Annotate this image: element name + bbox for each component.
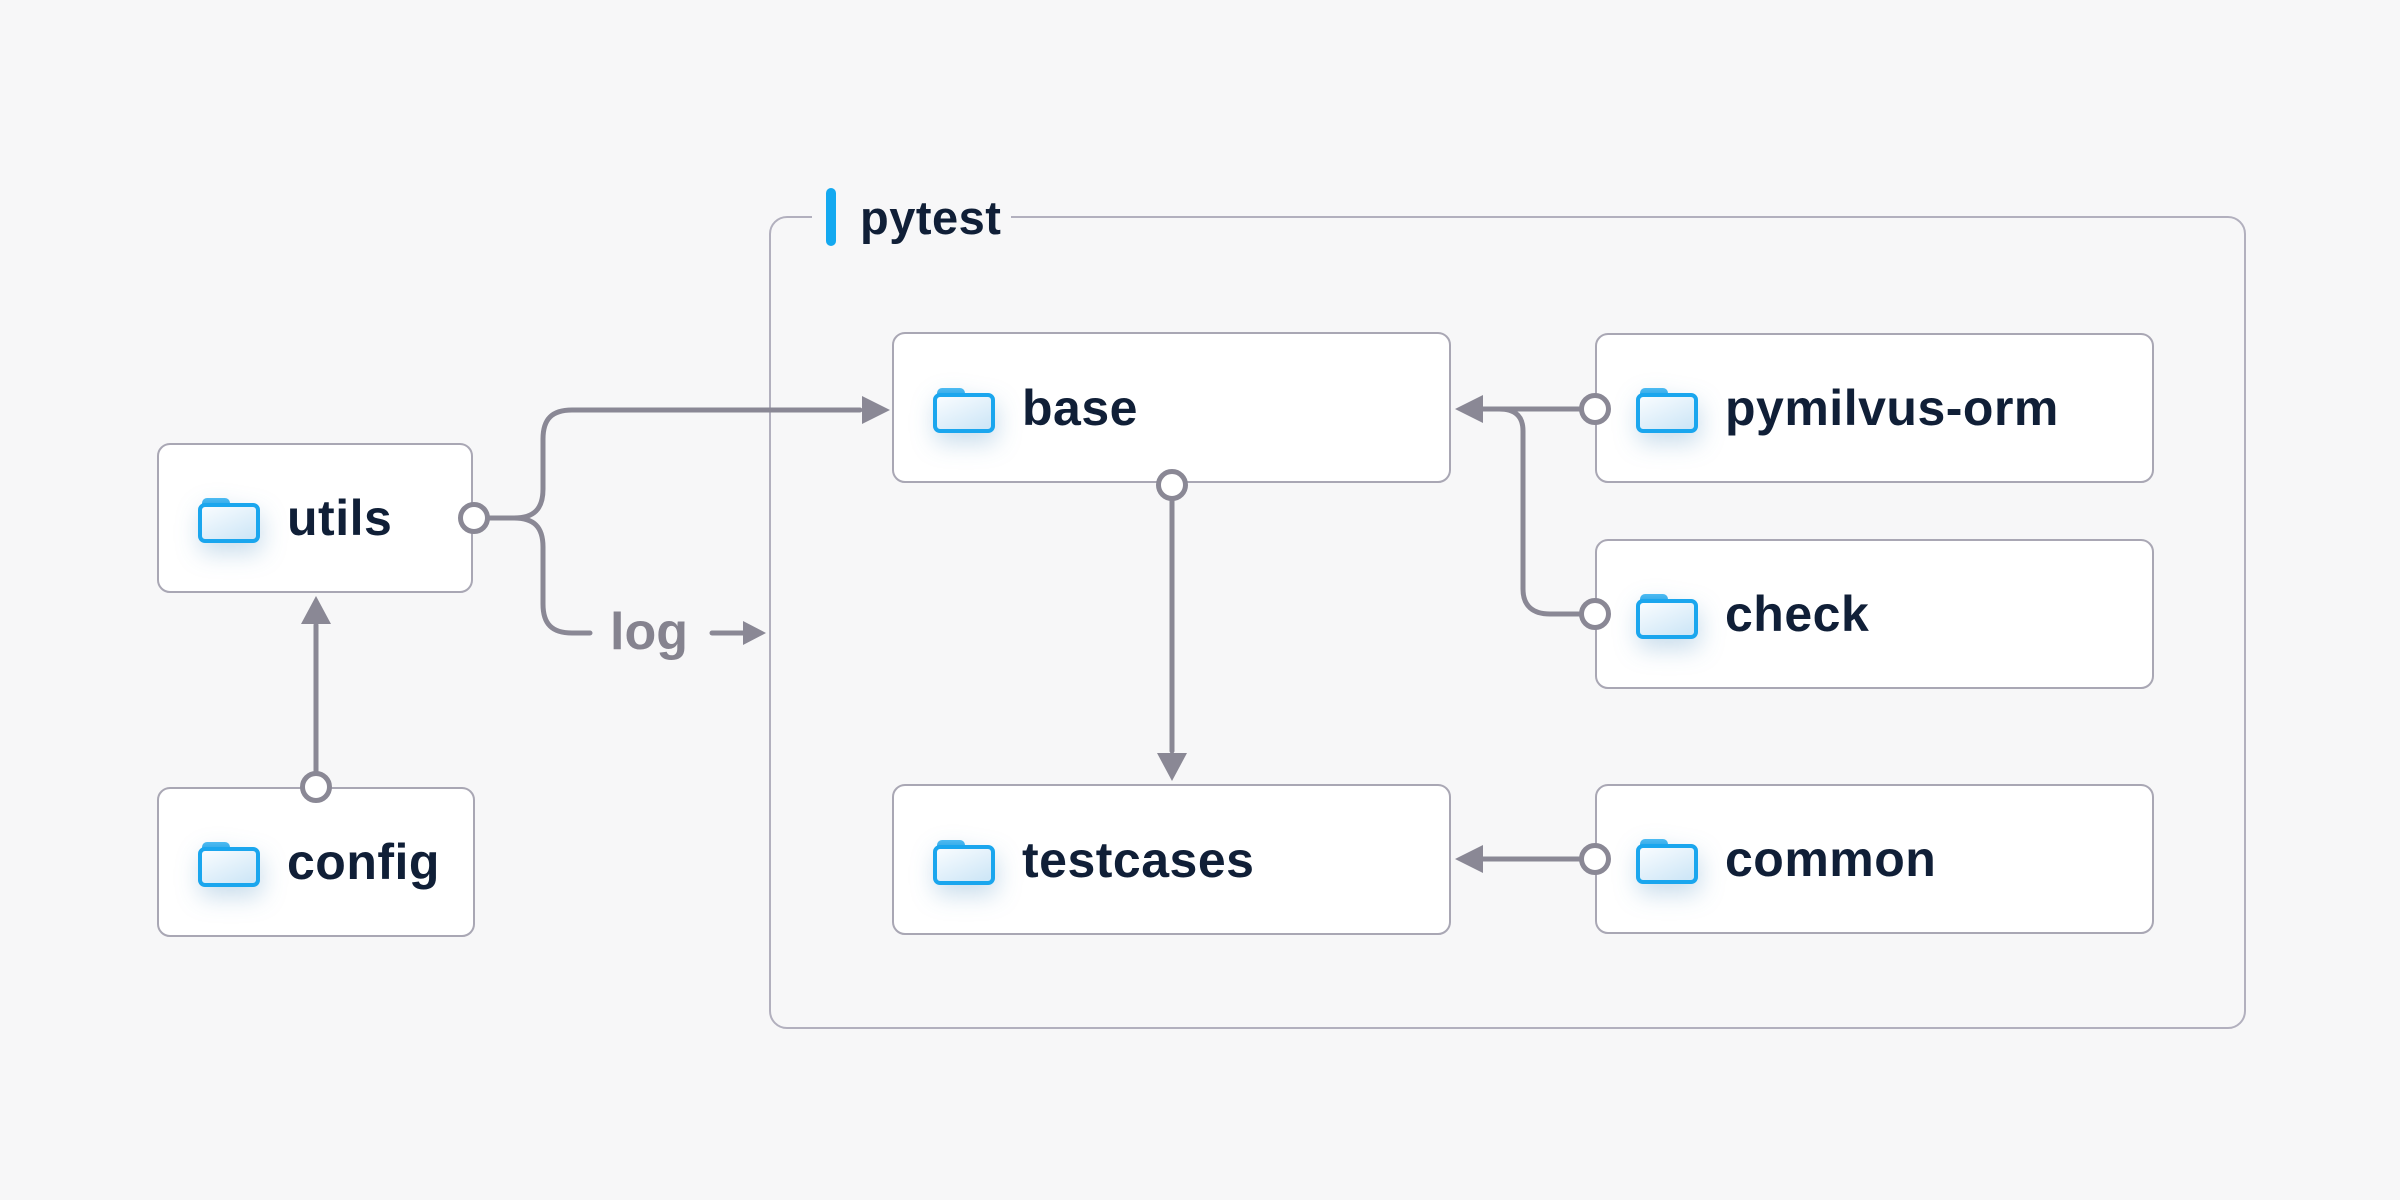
node-label: base: [1022, 379, 1138, 436]
folder-icon: [197, 836, 261, 888]
node-label: utils: [287, 490, 393, 546]
node-base: base: [892, 332, 1451, 483]
node-label: pymilvus-orm: [1725, 380, 2059, 436]
pytest-group-label: pytest: [812, 172, 1012, 262]
folder-icon: [1635, 382, 1699, 434]
arrowhead-up-icon: [301, 596, 331, 624]
folder-icon: [1635, 833, 1699, 885]
arrowhead-right-icon: [743, 621, 766, 645]
folder-icon: [932, 382, 996, 434]
node-common: common: [1595, 784, 2154, 934]
folder-icon: [932, 834, 996, 886]
pytest-accent-bar-icon: [826, 188, 836, 246]
node-testcases: testcases: [892, 784, 1451, 935]
connector-line: [511, 515, 593, 636]
pytest-group-container: [769, 216, 2246, 1029]
node-utils: utils: [157, 443, 473, 593]
node-label: common: [1725, 831, 1937, 887]
folder-icon: [1635, 588, 1699, 640]
node-label: check: [1725, 586, 1870, 642]
node-pymilvus-orm: pymilvus-orm: [1595, 333, 2154, 483]
node-check: check: [1595, 539, 2154, 689]
folder-icon: [197, 492, 261, 544]
pytest-group-title: pytest: [860, 190, 1002, 244]
node-label: config: [287, 834, 440, 890]
node-config: config: [157, 787, 475, 937]
node-label: testcases: [1022, 831, 1255, 888]
edge-config-to-utils: [300, 596, 332, 803]
edge-label-log: log: [610, 603, 688, 661]
